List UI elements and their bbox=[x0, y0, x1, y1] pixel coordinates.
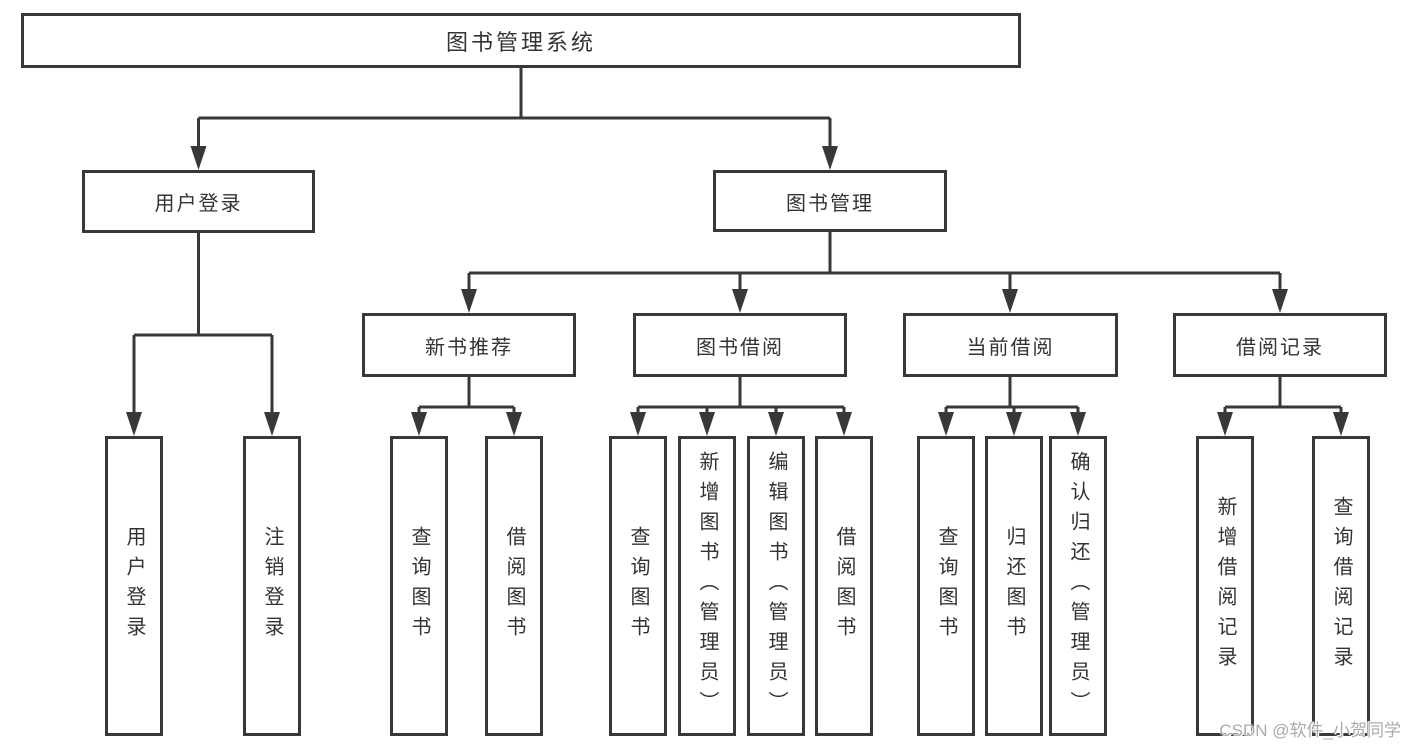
node-leaf-user-login: 用户登录 bbox=[105, 436, 163, 736]
node-leaf-logout-label: 注销登录 bbox=[261, 526, 283, 646]
node-leaf-return-books-label: 归还图书 bbox=[1003, 526, 1025, 646]
node-leaf-confirm-return-admin: 确认归还（管理员） bbox=[1049, 436, 1107, 736]
node-leaf-borrow-books: 借阅图书 bbox=[815, 436, 873, 736]
node-current-borrowing: 当前借阅 bbox=[903, 313, 1118, 377]
node-user-login: 用户登录 bbox=[82, 170, 315, 233]
node-borrowing-records-label: 借阅记录 bbox=[1236, 336, 1324, 359]
node-leaf-query-books-recommend-label: 查询图书 bbox=[408, 526, 430, 646]
node-leaf-query-books-current: 查询图书 bbox=[917, 436, 975, 736]
node-leaf-user-login-label: 用户登录 bbox=[123, 526, 145, 646]
node-user-login-label: 用户登录 bbox=[154, 193, 243, 215]
node-leaf-edit-book-admin-label: 编辑图书（管理员） bbox=[765, 451, 787, 721]
node-leaf-query-books-borrow-label: 查询图书 bbox=[627, 526, 649, 646]
node-leaf-edit-book-admin: 编辑图书（管理员） bbox=[747, 436, 805, 736]
node-root-label: 图书管理系统 bbox=[445, 29, 596, 55]
node-root: 图书管理系统 bbox=[21, 13, 1021, 68]
node-leaf-borrow-books-recommend: 借阅图书 bbox=[485, 436, 543, 736]
node-leaf-query-books-borrow: 查询图书 bbox=[609, 436, 667, 736]
node-leaf-query-books-current-label: 查询图书 bbox=[935, 526, 957, 646]
node-current-borrowing-label: 当前借阅 bbox=[966, 336, 1055, 359]
node-new-book-recommendation-label: 新书推荐 bbox=[425, 336, 513, 359]
node-leaf-add-book-admin: 新增图书（管理员） bbox=[678, 436, 736, 736]
node-leaf-return-books: 归还图书 bbox=[985, 436, 1043, 736]
node-leaf-add-borrow-record-label: 新增借阅记录 bbox=[1214, 496, 1236, 676]
node-leaf-borrow-books-label: 借阅图书 bbox=[833, 526, 855, 646]
node-borrowing-records: 借阅记录 bbox=[1173, 313, 1387, 377]
node-leaf-add-borrow-record: 新增借阅记录 bbox=[1196, 436, 1254, 736]
node-leaf-query-books-recommend: 查询图书 bbox=[390, 436, 448, 736]
node-book-management-label: 图书管理 bbox=[786, 192, 874, 215]
node-leaf-confirm-return-admin-label: 确认归还（管理员） bbox=[1067, 451, 1089, 721]
node-book-borrowing: 图书借阅 bbox=[633, 313, 847, 377]
node-leaf-query-borrow-record-label: 查询借阅记录 bbox=[1330, 496, 1352, 676]
node-leaf-logout: 注销登录 bbox=[243, 436, 301, 736]
node-book-management: 图书管理 bbox=[713, 170, 947, 232]
node-book-borrowing-label: 图书借阅 bbox=[696, 336, 784, 359]
node-leaf-add-book-admin-label: 新增图书（管理员） bbox=[696, 451, 718, 721]
node-leaf-query-borrow-record: 查询借阅记录 bbox=[1312, 436, 1370, 736]
node-leaf-borrow-books-recommend-label: 借阅图书 bbox=[503, 526, 525, 646]
node-new-book-recommendation: 新书推荐 bbox=[362, 313, 576, 377]
